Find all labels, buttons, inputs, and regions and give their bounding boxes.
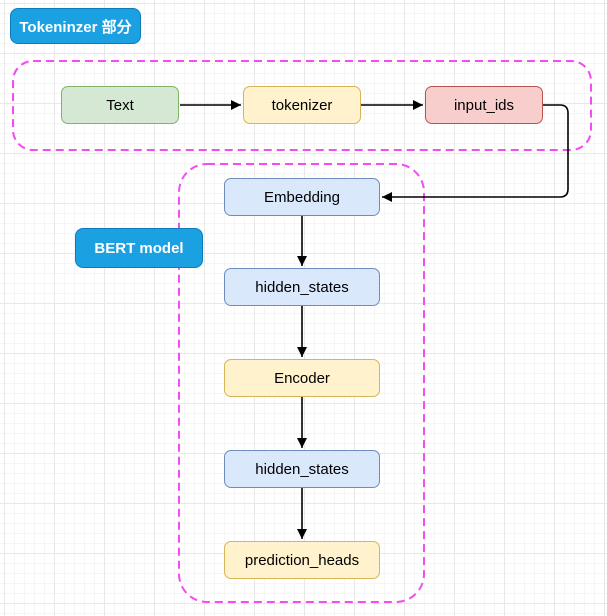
bert-model-badge-label: BERT model xyxy=(94,239,184,257)
node-embedding-label: Embedding xyxy=(264,188,340,206)
node-input-ids: input_ids xyxy=(425,86,543,124)
node-prediction-heads: prediction_heads xyxy=(224,541,380,579)
node-prediction-heads-label: prediction_heads xyxy=(244,551,360,569)
tokenizer-section-badge: Tokeninzer 部分 xyxy=(10,8,141,44)
node-text-label: Text xyxy=(106,96,134,114)
node-hidden-states-1: hidden_states xyxy=(224,268,380,306)
node-hidden-states-1-label: hidden_states xyxy=(255,278,349,296)
bert-model-badge: BERT model xyxy=(75,228,203,268)
node-hidden-states-2-label: hidden_states xyxy=(255,460,349,478)
bert-model-container xyxy=(178,163,425,603)
node-tokenizer-label: tokenizer xyxy=(271,96,333,114)
node-encoder: Encoder xyxy=(224,359,380,397)
node-text: Text xyxy=(61,86,179,124)
node-encoder-label: Encoder xyxy=(274,369,330,387)
node-tokenizer: tokenizer xyxy=(243,86,361,124)
tokenizer-section-badge-label: Tokeninzer 部分 xyxy=(19,18,132,36)
node-hidden-states-2: hidden_states xyxy=(224,450,380,488)
edge-input-ids-to-embedding xyxy=(382,104,569,202)
node-embedding: Embedding xyxy=(224,178,380,216)
node-input-ids-label: input_ids xyxy=(453,96,515,114)
